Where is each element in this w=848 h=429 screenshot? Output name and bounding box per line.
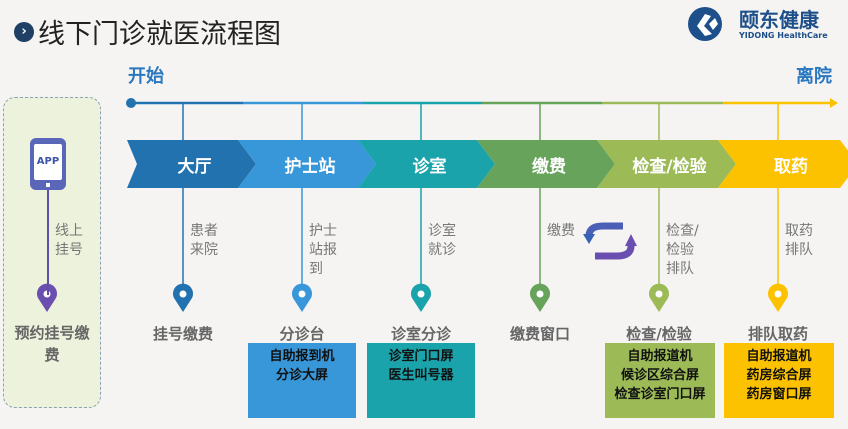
location-pin-icon xyxy=(530,283,550,312)
chevron-right-icon: › xyxy=(14,21,34,42)
title-text: 线下门诊就医流程图 xyxy=(38,19,281,50)
stage-step: 缴费 xyxy=(547,223,575,239)
stage-label: 取药 xyxy=(774,156,808,177)
stage-step: 检查/检验排队 xyxy=(666,223,699,277)
device-item: 自助报到机 xyxy=(269,349,335,364)
refresh-icon xyxy=(583,222,637,260)
stage-location: 挂号缴费 xyxy=(152,325,213,343)
device-item: 药房综合屏 xyxy=(746,368,812,383)
stage-location: 诊室分诊 xyxy=(390,325,451,343)
timeline-arrow-icon xyxy=(830,98,838,108)
location-pin-icon xyxy=(411,283,431,312)
app-step-label: 线上挂号 xyxy=(55,223,83,258)
location-pin-icon xyxy=(173,283,193,312)
stage-location: 缴费窗口 xyxy=(509,325,570,343)
stage-chevron xyxy=(718,140,848,188)
logo-sub: YIDONG HealthCare xyxy=(739,30,828,40)
device-item: 分诊大屏 xyxy=(275,368,328,383)
logo-name: 颐东健康 xyxy=(739,7,819,32)
timeline-start: 开始 xyxy=(128,66,164,87)
location-pin-icon xyxy=(768,283,789,312)
app-line xyxy=(47,190,49,295)
stage-label: 大厅 xyxy=(177,156,212,177)
location-pin-icon xyxy=(292,283,312,312)
device-item: 诊室门口屏 xyxy=(388,349,454,364)
stage-step: 患者来院 xyxy=(190,223,218,258)
stage-step: 取药排队 xyxy=(785,223,813,258)
timeline-end: 离院 xyxy=(796,66,832,87)
stage-chevron xyxy=(597,140,736,188)
device-box: 诊室门口屏医生叫号器 xyxy=(367,343,475,418)
device-box: 自助报道机药房综合屏药房窗口屏 xyxy=(724,343,834,418)
stage-label: 诊室 xyxy=(412,156,447,177)
stage-label: 缴费 xyxy=(532,156,566,177)
device-item: 药房窗口屏 xyxy=(746,387,812,402)
device-item: 自助报道机 xyxy=(627,349,693,364)
stage-chevron xyxy=(358,140,495,188)
stage-label: 检查/检验 xyxy=(632,156,707,177)
stage-location: 分诊台 xyxy=(279,325,325,343)
stage-chevron xyxy=(477,140,615,188)
device-box: 自助报道机候诊区综合屏检查诊室门口屏 xyxy=(605,343,715,418)
app-location-label: 预约挂号缴费 xyxy=(14,324,90,364)
stage-location: 检查/检验 xyxy=(626,325,692,343)
stage-chevron xyxy=(127,140,256,188)
app-label: APP xyxy=(34,144,62,180)
device-item: 检查诊室门口屏 xyxy=(614,387,706,402)
device-item: 医生叫号器 xyxy=(388,368,454,383)
location-pin-icon xyxy=(649,283,670,312)
stage-location: 排队取药 xyxy=(747,325,808,343)
stage-label: 护士站 xyxy=(284,156,336,177)
stage-step: 诊室就诊 xyxy=(428,223,456,258)
logo-icon xyxy=(688,7,722,41)
stage-chevron xyxy=(238,140,376,188)
device-item: 候诊区综合屏 xyxy=(620,368,699,383)
device-item: 自助报道机 xyxy=(746,349,812,364)
device-box: 自助报到机分诊大屏 xyxy=(248,343,356,418)
page-title: ›线下门诊就医流程图 xyxy=(14,12,281,51)
app-phone-icon: APP xyxy=(30,138,66,190)
stage-step: 护士站报到 xyxy=(309,223,337,277)
